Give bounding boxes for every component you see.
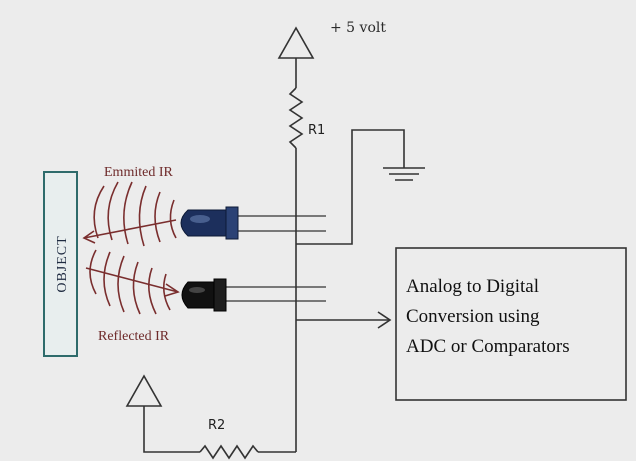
wire-r2-left xyxy=(143,406,200,453)
supply-triangle-top xyxy=(277,26,315,59)
resistor-r2 xyxy=(199,444,259,460)
adc-line-1: Analog to Digital xyxy=(406,276,539,297)
supply-label: + 5 volt xyxy=(330,20,386,36)
reflected-ir-waves xyxy=(89,249,171,315)
r1-label: R1 xyxy=(308,123,325,138)
ir-receiver-led xyxy=(181,278,227,312)
r2-label: R2 xyxy=(208,418,225,433)
supply-triangle-bottom xyxy=(125,374,163,407)
object-box xyxy=(43,171,78,357)
emitted-ir-label: Emmited IR xyxy=(104,165,173,180)
reflected-ir-arrow xyxy=(85,267,180,297)
emitted-ir-waves xyxy=(93,181,177,247)
emitted-ir-arrow xyxy=(82,219,177,244)
adc-arrow-head xyxy=(377,311,392,329)
ir-emitter-led xyxy=(180,206,239,240)
wire-ground xyxy=(296,129,405,245)
reflected-ir-label: Reflected IR xyxy=(98,329,170,344)
adc-line-3: ADC or Comparators xyxy=(406,336,570,357)
adc-box xyxy=(395,247,627,401)
object-label: OBJECT xyxy=(55,235,70,292)
adc-line-2: Conversion using xyxy=(406,306,540,327)
resistor-r1 xyxy=(288,87,304,149)
